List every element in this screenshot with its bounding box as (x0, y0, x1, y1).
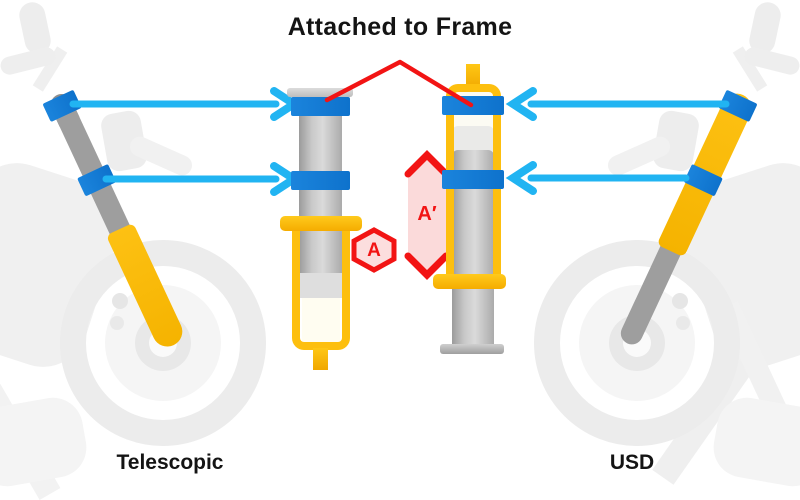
axle-foot (440, 344, 504, 354)
annotation-lines (324, 59, 474, 108)
arrow-left-icon (505, 161, 690, 195)
marker-label: A (367, 240, 381, 261)
top-cap-disc (287, 88, 353, 97)
outer-tube-bottom-flange (433, 274, 506, 289)
marker-label: A′ (417, 203, 437, 225)
chevron-down-icon (404, 252, 450, 280)
marker-body (351, 227, 397, 273)
hub-bolt (676, 316, 690, 330)
hub-bolt (672, 293, 688, 309)
slider-top-flange (280, 216, 362, 231)
telescopic-label: Telescopic (116, 451, 224, 474)
arrow-right-icon (69, 87, 302, 121)
arrow-left-icon (505, 87, 730, 121)
hub-bolt (110, 316, 124, 330)
slider-outline-yellow (292, 224, 350, 350)
hub-bolt (112, 293, 128, 309)
dimension-marker-a: A (350, 227, 398, 273)
damper-stem (466, 64, 480, 90)
dimension-marker-a-prime: A′ (404, 150, 450, 280)
frame-clamp-lower (291, 171, 350, 190)
fender-shape (0, 393, 92, 491)
arrow-right-icon (102, 162, 302, 196)
diagram-title: Attached to Frame (287, 13, 513, 41)
inner-transition (452, 126, 494, 154)
usd-label: USD (609, 451, 655, 474)
stanchion-transition (299, 273, 342, 298)
chevron-up-icon (404, 150, 450, 178)
axle-stem (313, 348, 328, 370)
frame-clamp-upper (291, 97, 350, 116)
marker-body (408, 155, 446, 275)
frame-clamp-lower (442, 170, 504, 189)
